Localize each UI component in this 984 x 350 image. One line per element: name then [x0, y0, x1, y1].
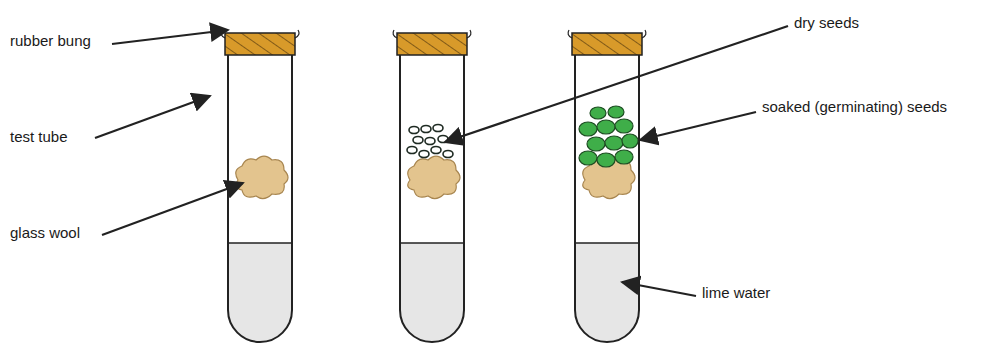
- part-label: dry seeds: [794, 14, 859, 32]
- part-label: glass wool: [10, 224, 80, 242]
- part-label: test tube: [10, 128, 68, 146]
- part-label: soaked (germinating) seeds: [762, 98, 947, 116]
- part-label: rubber bung: [10, 32, 91, 50]
- part-label: lime water: [702, 284, 770, 302]
